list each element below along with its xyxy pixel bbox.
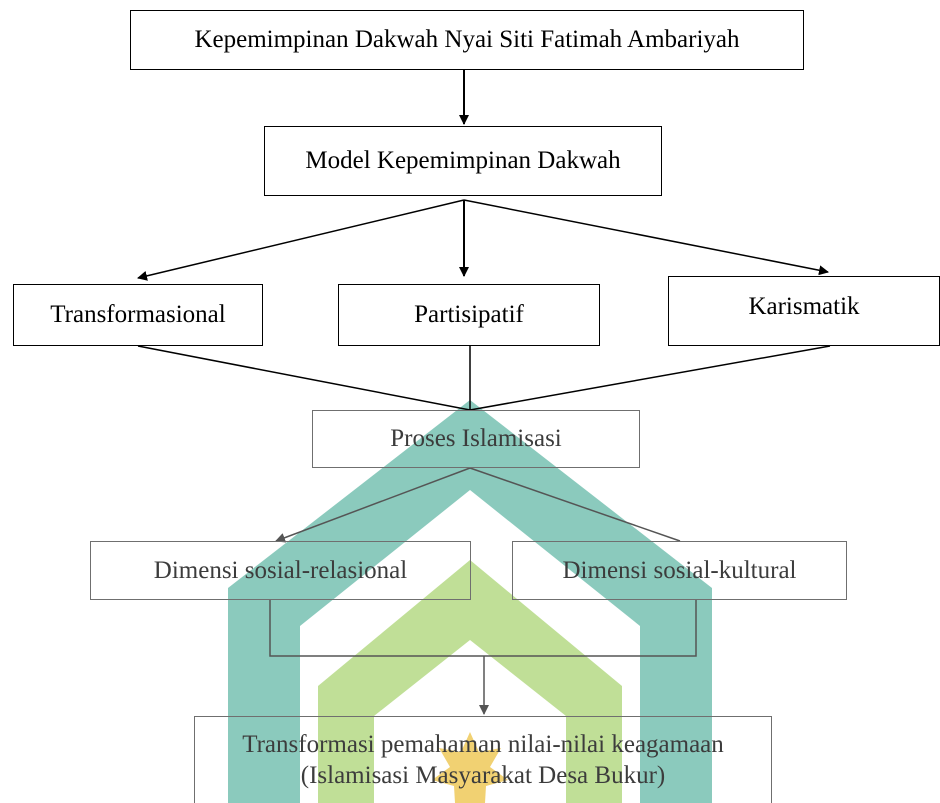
line-process-to-kultural [469, 467, 681, 542]
arrow-process-to-relasional [275, 467, 471, 543]
model-node-label: Model Kepemimpinan Dakwah [305, 147, 621, 175]
dimension-label: Dimensi sosial-relasional [153, 556, 408, 584]
watermark-star [432, 732, 508, 803]
style-label: Karismatik [748, 293, 860, 320]
outcome-node: Transformasi pemahaman nilai-nilai keaga… [194, 716, 772, 803]
style-label: Partisipatif [414, 301, 524, 329]
dimension-node-kultural: Dimensi sosial-kultural [512, 541, 847, 600]
style-label: Transformasional [50, 301, 226, 329]
line-transformasional-to-merge [137, 345, 471, 411]
arrow-model-to-karismatik [463, 199, 829, 276]
style-node-partisipatif: Partisipatif [338, 284, 600, 346]
arrow-model-to-transformasional [137, 199, 465, 281]
dimension-label: Dimensi sosial-kultural [562, 556, 797, 584]
outcome-line-1: Transformasi pemahaman nilai-nilai keaga… [242, 730, 724, 758]
process-node-label: Proses Islamisasi [390, 425, 562, 453]
model-node: Model Kepemimpinan Dakwah [264, 126, 662, 196]
outcome-line-2: (Islamisasi Masyarakat Desa Bukur) [300, 762, 666, 789]
style-node-karismatik: Karismatik [668, 276, 940, 346]
style-node-transformasional: Transformasional [13, 284, 263, 346]
title-node-label: Kepemimpinan Dakwah Nyai Siti Fatimah Am… [194, 26, 740, 54]
dimension-node-relasional: Dimensi sosial-relasional [90, 541, 471, 600]
title-node: Kepemimpinan Dakwah Nyai Siti Fatimah Am… [130, 10, 804, 70]
bracket-dimensions-merge [269, 600, 697, 657]
watermark-outer-arch [228, 400, 712, 803]
process-node: Proses Islamisasi [312, 410, 640, 468]
line-karismatik-to-merge [469, 345, 831, 411]
watermark-inner-arch [318, 560, 622, 803]
